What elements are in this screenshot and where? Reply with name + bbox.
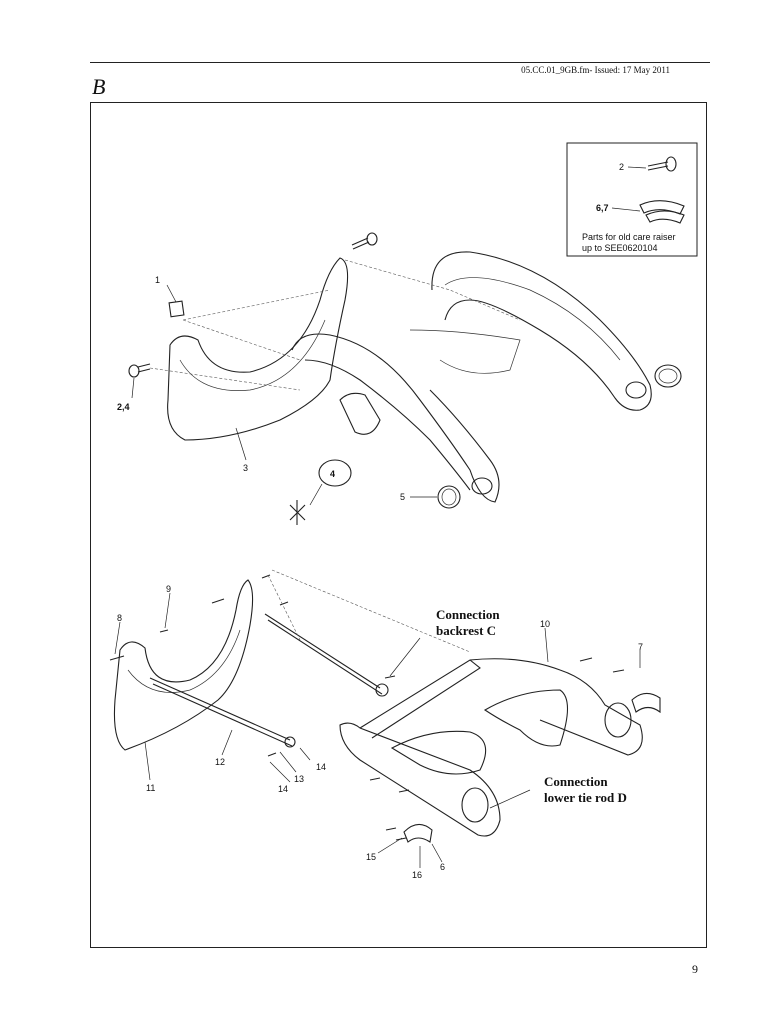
header-rule — [90, 62, 710, 63]
label-plate — [168, 300, 185, 318]
label-2-4: 2,4 — [117, 402, 130, 412]
label-1: 1 — [155, 275, 160, 285]
lower-assembly: 8 9 10 7 11 12 13 14 14 15 16 6 Connecti… — [109, 569, 661, 880]
label-11: 11 — [146, 783, 155, 793]
tie-rod-lower — [149, 677, 293, 747]
callout-tie-rod-line1: Connection — [544, 774, 608, 789]
diagram-frame — [90, 102, 707, 948]
label-8: 8 — [117, 613, 122, 623]
label-3: 3 — [243, 463, 248, 473]
bushing-pair-icon — [639, 200, 685, 224]
tie-rod-upper — [264, 613, 383, 695]
label-12: 12 — [215, 757, 225, 767]
screw-left-icon — [128, 363, 151, 378]
label-13: 13 — [294, 774, 304, 784]
screw-icon — [647, 156, 677, 172]
label-4: 4 — [330, 469, 335, 479]
label-14-a: 14 — [316, 762, 326, 772]
inset-note-line1: Parts for old care raiser — [582, 232, 676, 242]
label-16: 16 — [412, 870, 422, 880]
label-7: 7 — [638, 642, 643, 652]
inset-label-2: 2 — [619, 162, 624, 172]
screw-top-icon — [351, 232, 378, 250]
inset-old-parts: 2 6,7 Parts for old care raiser up to SE… — [566, 142, 698, 257]
inset-note-line2: up to SEE0620104 — [582, 243, 658, 253]
label-5: 5 — [400, 492, 405, 502]
bushing-6 — [403, 823, 433, 843]
callout-backrest-line1: Connection — [436, 607, 500, 622]
bearing-flange — [461, 787, 489, 823]
discontinued-marker — [289, 500, 306, 525]
label-15: 15 — [366, 852, 376, 862]
bolts — [109, 574, 625, 841]
bearing-ring — [437, 485, 461, 509]
upper-assembly: 1 2,4 3 4 5 — [117, 232, 682, 525]
inset-label-6-7: 6,7 — [596, 203, 609, 213]
document-reference: 05.CC.01_9GB.fm- Issued: 17 May 2011 — [521, 65, 670, 75]
cap-icon — [318, 459, 352, 487]
label-9: 9 — [166, 584, 171, 594]
callout-backrest-line2: backrest C — [436, 623, 496, 638]
page-number: 9 — [692, 962, 698, 976]
bearing-ring-right — [654, 364, 682, 388]
label-14-b: 14 — [278, 784, 288, 794]
label-6: 6 — [440, 862, 445, 872]
section-letter: B — [92, 74, 106, 99]
callout-tie-rod-line2: lower tie rod D — [544, 790, 627, 805]
bushing-7 — [631, 692, 661, 714]
label-10: 10 — [540, 619, 550, 629]
